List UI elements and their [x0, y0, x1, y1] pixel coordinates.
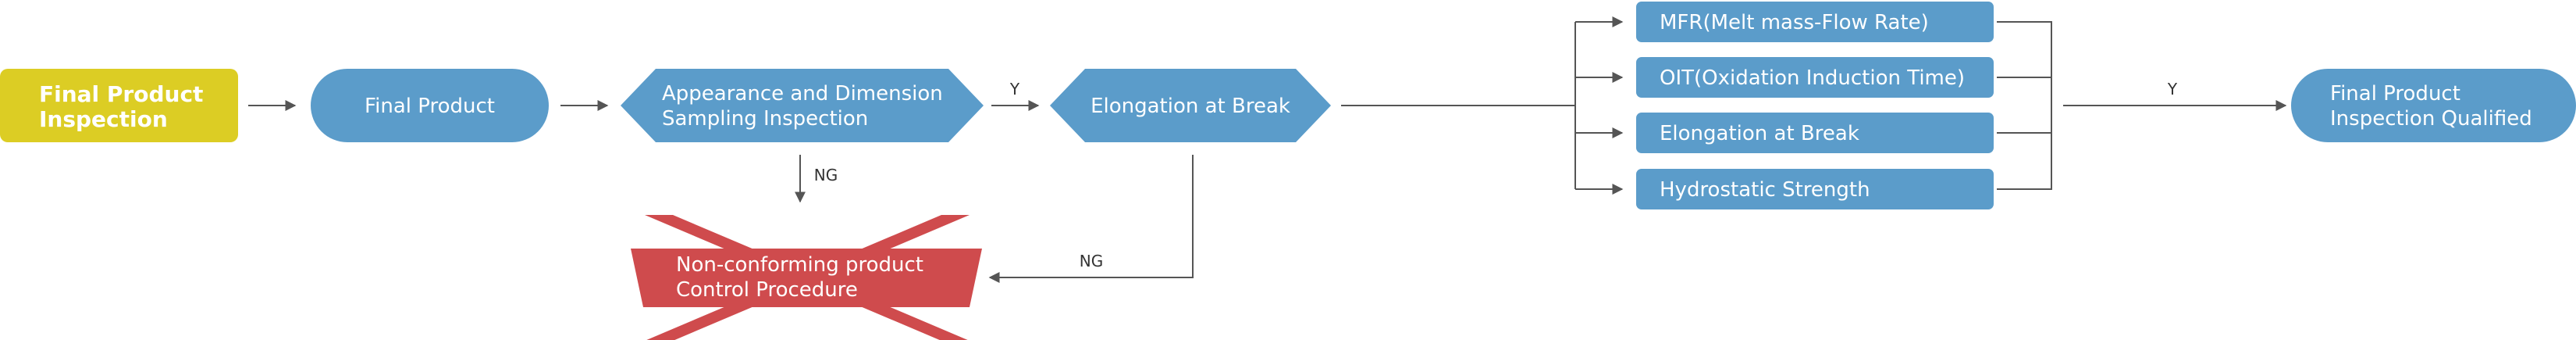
merge-lines [1997, 21, 2052, 190]
test-label-4: Hydrostatic Strength [1660, 178, 1870, 202]
node-appearance-inspection: Appearance and Dimension Sampling Inspec… [621, 69, 984, 142]
edge-label-tests-yes: Y [2167, 80, 2178, 98]
node-test-hydrostatic: Hydrostatic Strength [1636, 169, 1994, 209]
connectors [248, 16, 2287, 283]
node-test-elongation: Elongation at Break [1636, 113, 1994, 153]
node-qualified-line2: Inspection Qualified [2330, 107, 2532, 131]
node-final-product-label: Final Product [365, 95, 495, 118]
node-start-line1: Final Product [39, 81, 203, 107]
node-nonconforming-line2: Control Procedure [676, 278, 858, 302]
node-final-product: Final Product [311, 69, 549, 142]
node-qualified-line1: Final Product [2330, 82, 2460, 106]
test-label-1: MFR(Melt mass-Flow Rate) [1660, 11, 1929, 34]
node-start-line2: Inspection [39, 106, 168, 132]
test-label-3: Elongation at Break [1660, 122, 1859, 145]
node-qualified: Final Product Inspection Qualified [2291, 69, 2576, 142]
node-nonconforming-line1: Non-conforming product [676, 253, 923, 277]
node-elongation-label: Elongation at Break [1091, 95, 1290, 118]
node-elongation-at-break: Elongation at Break [1050, 69, 1331, 142]
edge-label-appearance-ng: NG [814, 166, 838, 184]
node-start-inspection: Final Product Inspection [0, 69, 238, 142]
edge-label-appearance-yes: Y [1009, 80, 1020, 98]
node-test-mfr: MFR(Melt mass-Flow Rate) [1636, 2, 1994, 42]
node-test-oit: OIT(Oxidation Induction Time) [1636, 57, 1994, 98]
node-nonconforming: Non-conforming product Control Procedure [631, 215, 982, 340]
node-appearance-line1: Appearance and Dimension [662, 82, 943, 106]
test-label-2: OIT(Oxidation Induction Time) [1660, 66, 1965, 90]
node-appearance-line2: Sampling Inspection [662, 107, 868, 131]
edge-label-elongation-ng: NG [1080, 252, 1103, 270]
arrow-elongation-to-nonconforming [988, 155, 1194, 283]
